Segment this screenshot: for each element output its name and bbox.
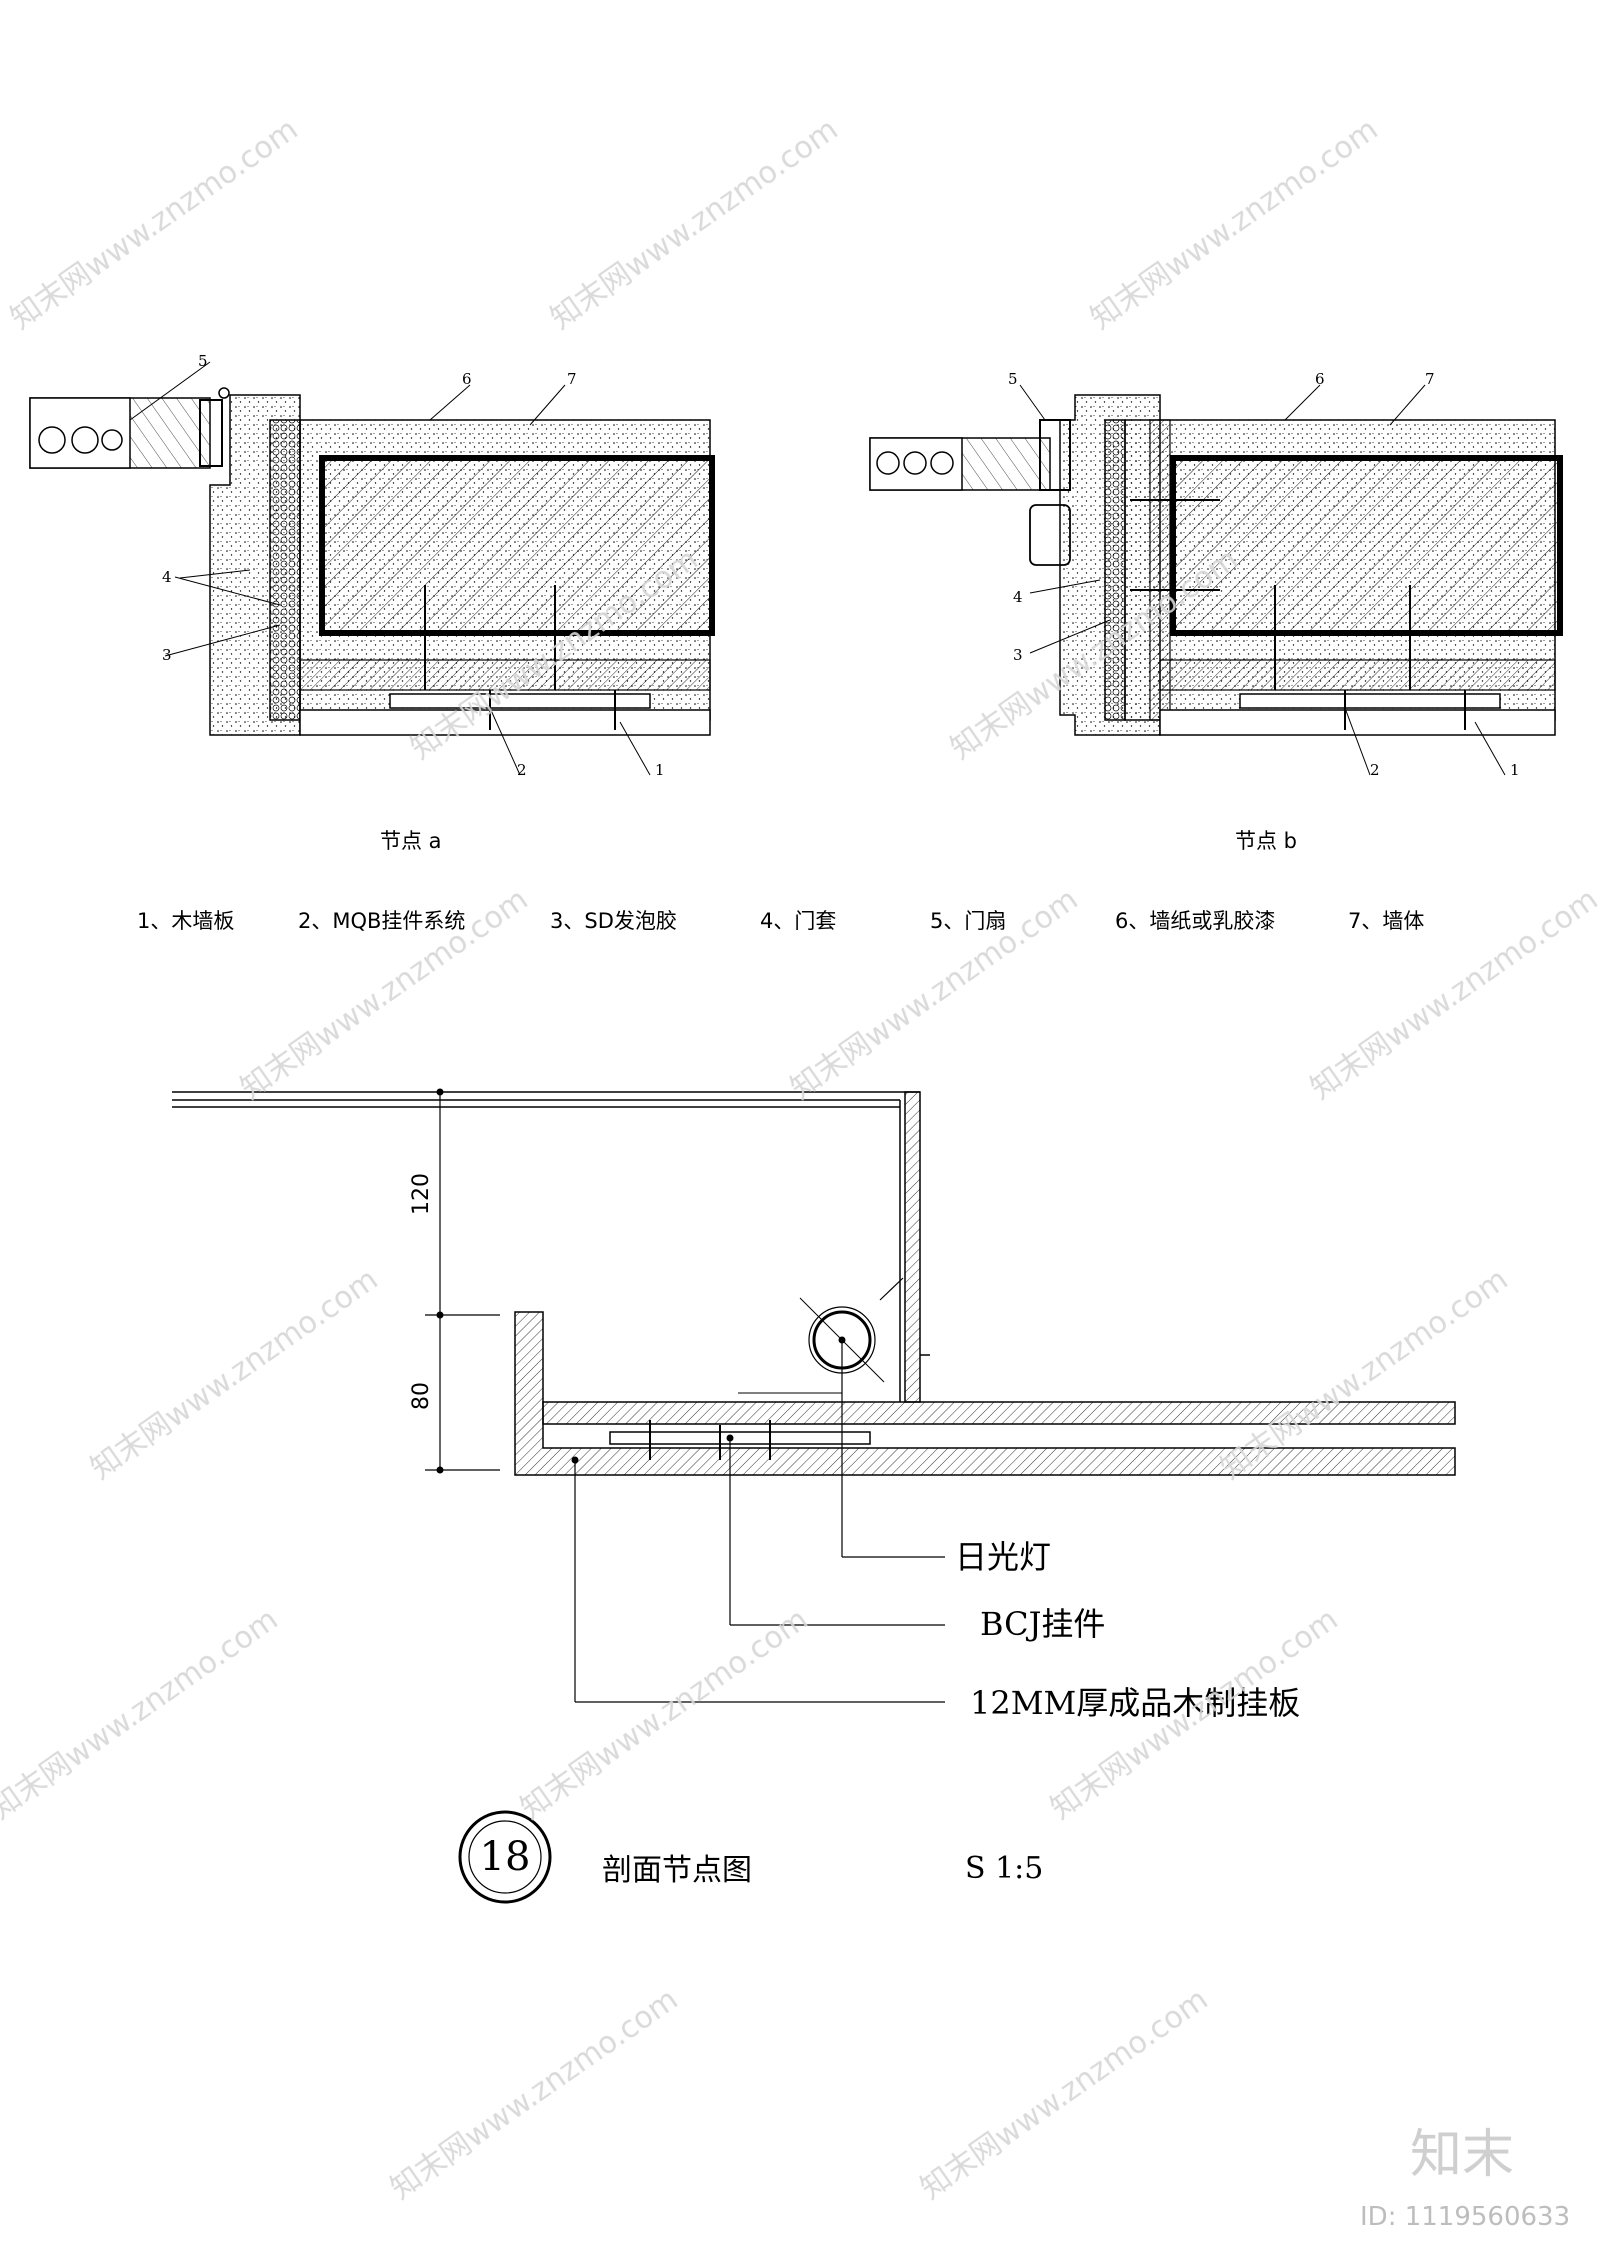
callout-fluorescent-lamp: 日光灯 — [955, 1538, 1051, 1576]
watermark-text: 知末网www.znzmo.com — [385, 1982, 685, 2207]
watermark-text: 知末网www.znzmo.com — [0, 1602, 284, 1827]
legend-item-5: 5、门扇 — [930, 909, 1006, 933]
watermark-text: 知末网www.znzmo.com — [1085, 112, 1385, 337]
callout-wood-panel: 12MM厚成品木制挂板 — [970, 1684, 1300, 1722]
legend-item-3: 3、SD发泡胶 — [550, 909, 677, 933]
node-a-marker-2: 2 — [517, 761, 527, 779]
watermark-text: 知末网www.znzmo.com — [5, 112, 305, 337]
node-a-marker-6: 6 — [462, 370, 472, 388]
watermark-text: 知末网www.znzmo.com — [85, 1262, 385, 1487]
watermark-text: 知末网www.znzmo.com — [915, 1982, 1215, 2207]
legend: 1、木墙板 2、MQB挂件系统 3、SD发泡胶 4、门套 5、门扇 6、墙纸或乳… — [137, 909, 1424, 933]
legend-item-6: 6、墙纸或乳胶漆 — [1115, 909, 1275, 933]
detail-number-bubble: 18 — [458, 1810, 552, 1904]
node-a-marker-1: 1 — [655, 761, 665, 779]
foam-layer — [269, 419, 301, 721]
scale-label: S 1:5 — [965, 1851, 1043, 1886]
node-a-marker-5: 5 — [198, 352, 208, 370]
legend-item-7: 7、墙体 — [1348, 909, 1424, 933]
watermark-id: ID: 1119560633 — [1360, 2202, 1570, 2232]
watermark-text: 知末网www.znzmo.com — [545, 112, 845, 337]
watermark-text: 知末网www.znzmo.com — [515, 1602, 815, 1827]
callout-bcj-hanger: BCJ挂件 — [980, 1605, 1105, 1643]
wall-body — [319, 455, 715, 636]
bcj-hanger — [609, 1431, 871, 1445]
node-b-marker-4: 4 — [1013, 588, 1023, 606]
node-a-marker-7: 7 — [567, 370, 577, 388]
node-b-marker-3: 3 — [1013, 646, 1023, 664]
detail-number: 18 — [480, 1834, 531, 1880]
node-a-drawing: 5 6 7 4 3 2 1 — [29, 352, 715, 779]
node-a-marker-4: 4 — [162, 568, 172, 586]
node-b-caption: 节点 b — [1235, 829, 1297, 853]
wood-wall-panel-b — [1159, 709, 1556, 736]
node-a-caption: 节点 a — [380, 829, 442, 853]
wood-wall-panel — [299, 709, 711, 736]
section-title: 剖面节点图 — [602, 1853, 752, 1888]
legend-item-2: 2、MQB挂件系统 — [298, 909, 465, 933]
legend-item-1: 1、木墙板 — [137, 909, 234, 933]
foam-layer-b — [1104, 419, 1126, 721]
legend-item-4: 4、门套 — [760, 909, 836, 933]
node-b-marker-6: 6 — [1315, 370, 1325, 388]
wood-hanging-panel — [514, 1311, 1456, 1476]
watermark-logo: 知末 — [1410, 2125, 1514, 2185]
dimension-80: 80 — [409, 1382, 434, 1410]
node-b-marker-2: 2 — [1370, 761, 1380, 779]
node-b-marker-5: 5 — [1008, 370, 1018, 388]
section-detail — [172, 1088, 1456, 1703]
node-b-marker-1: 1 — [1510, 761, 1520, 779]
node-b-drawing: 5 6 7 4 3 2 1 — [869, 370, 1563, 779]
dimension-120: 120 — [409, 1173, 434, 1215]
wall-body-b — [1170, 455, 1563, 636]
node-a-marker-3: 3 — [162, 646, 172, 664]
node-b-marker-7: 7 — [1425, 370, 1435, 388]
